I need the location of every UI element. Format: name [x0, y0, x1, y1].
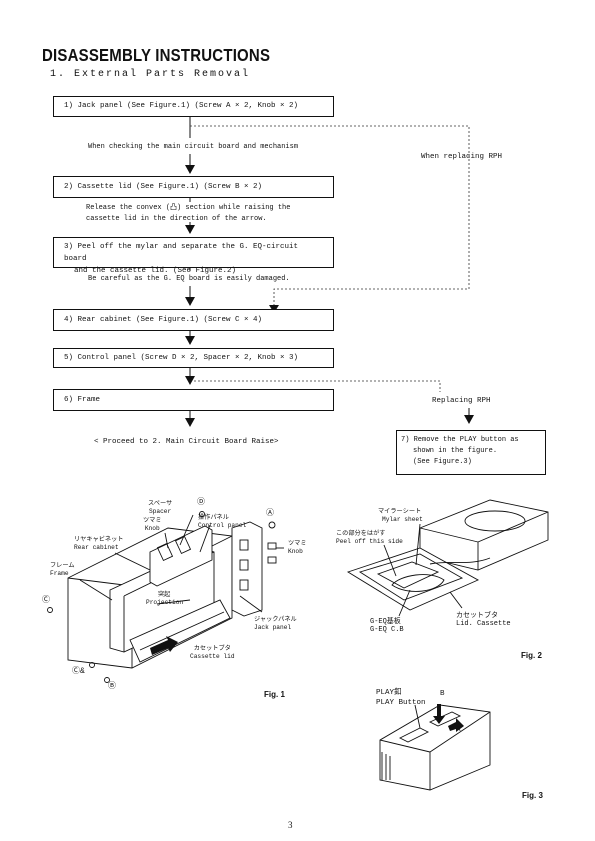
fig3-play-jp: PLAY釦 — [376, 689, 402, 697]
note-step-3: Be careful as the G. EQ board is easily … — [88, 275, 290, 283]
step-3-box: 3) Peel off the mylar and separate the G… — [53, 237, 334, 275]
step-7-line-2: shown in the figure. — [413, 447, 498, 455]
proceed-text: < Proceed to 2. Main Circuit Board Raise… — [94, 438, 279, 446]
section-subtitle: 1. External Parts Removal — [50, 69, 251, 80]
fig1-knob-en: Knob — [144, 525, 160, 532]
fig1-knob-jp: ツマミ — [143, 517, 162, 524]
fig3-label-a: A — [456, 726, 461, 734]
fig2-geq-jp: G-EQ基板 — [370, 618, 401, 626]
step-6-text: 6) Frame — [64, 396, 101, 404]
replacing-rph-label: Replacing RPH — [432, 397, 491, 405]
fig3-caption: Fig. 3 — [522, 791, 543, 800]
step-5-box: 5) Control panel (Screw D × 2, Spacer × … — [53, 348, 334, 368]
fig1-frame-jp: フレーム — [50, 562, 75, 569]
note-step-2: Release the convex (凸) section while rai… — [86, 203, 290, 225]
fig2-caption: Fig. 2 — [521, 651, 542, 660]
fig2-lid-en: Lid. Cassette — [456, 620, 511, 628]
step-2-box: 2) Cassette lid (See Figure.1) (Screw B … — [53, 176, 334, 198]
step-6-box: 6) Frame — [53, 389, 334, 411]
fig2-mylar-label: マイラーシート Mylar sheet — [378, 508, 423, 524]
fig1-spacer-en: Spacer — [148, 508, 172, 515]
fig2-peel-label: この部分をはがす Peel off this side — [336, 530, 403, 546]
fig1-cassette-lid-en: Cassette lid — [190, 653, 235, 660]
fig3-play-label: PLAY釦 PLAY Button — [376, 688, 426, 708]
fig2-mylar-en: Mylar sheet — [382, 516, 423, 523]
fig1-frame-en: Frame — [50, 570, 69, 577]
page-title: DISASSEMBLY INSTRUCTIONS — [42, 46, 271, 66]
step-7-box: 7) Remove the PLAY button as shown in th… — [396, 430, 546, 475]
fig1-projection-en: Projection — [146, 599, 184, 606]
fig2-lid-jp: カセットブタ — [456, 612, 498, 620]
step-3-line-1: 3) Peel off the mylar and separate the G… — [64, 243, 299, 263]
fig1-control-panel-jp: 操作パネル — [198, 514, 229, 521]
note-main-board: When checking the main circuit board and… — [88, 143, 299, 151]
step-5-text: 5) Control panel (Screw D × 2, Spacer × … — [64, 354, 299, 362]
fig1-cassette-lid-label: カセットブタ Cassette lid — [190, 645, 235, 661]
fig1-cassette-lid-jp: カセットブタ — [193, 645, 231, 652]
fig1-mark-c: Ⓒ — [42, 596, 50, 605]
step-7-line-3: (See Figure.3) — [413, 458, 472, 466]
fig1-knob-label: ツマミ Knob — [143, 517, 162, 533]
fig1-control-panel-label: 操作パネル Control panel — [198, 514, 246, 530]
fig1-control-panel-en: Control panel — [198, 522, 247, 529]
fig2-geq-label: G-EQ基板 G-EQ C.B — [370, 618, 404, 634]
fig1-knob2-label: ツマミ Knob — [288, 540, 307, 556]
fig2-peel-en: Peel off this side — [336, 538, 403, 545]
note-step-2-line-2: cassette lid in the direction of the arr… — [86, 215, 267, 223]
fig1-rear-cabinet-jp: リヤキャビネット — [74, 536, 124, 543]
fig1-frame-label: フレーム Frame — [50, 562, 75, 578]
fig2-lid-label: カセットブタ Lid. Cassette — [456, 612, 511, 628]
fig1-projection-jp: 突起 — [158, 591, 171, 598]
fig2-mylar-jp: マイラーシート — [378, 508, 422, 515]
fig1-mark-b: Ⓑ — [108, 682, 116, 691]
fig1-mark-a: Ⓐ — [266, 509, 274, 518]
fig1-knob2-jp: ツマミ — [288, 540, 307, 547]
fig1-spacer-label: スペーサ Spacer — [148, 500, 172, 516]
page-number: 3 — [288, 820, 293, 830]
step-1-text: 1) Jack panel (See Figure.1) (Screw A × … — [64, 102, 299, 110]
fig1-rear-cabinet-en: Rear cabinet — [74, 544, 119, 551]
step-2-text: 2) Cassette lid (See Figure.1) (Screw B … — [64, 183, 263, 191]
fig1-projection-label: 突起 Projection — [146, 591, 183, 607]
fig3-play-en: PLAY Button — [376, 699, 426, 707]
fig1-spacer-jp: スペーサ — [148, 500, 173, 507]
fig1-knob2-en: Knob — [288, 548, 303, 555]
fig2-geq-en: G-EQ C.B — [370, 626, 404, 634]
fig1-rear-cabinet-label: リヤキャビネット Rear cabinet — [74, 536, 124, 552]
fig1-jack-panel-label: ジャックパネル Jack panel — [254, 616, 297, 632]
step-4-text: 4) Rear cabinet (See Figure.1) (Screw C … — [64, 316, 263, 324]
fig1-jack-panel-en: Jack panel — [254, 624, 292, 631]
fig3-label-b: B — [440, 690, 445, 698]
fig1-jack-panel-jp: ジャックパネル — [254, 616, 297, 623]
fig1-caption: Fig. 1 — [264, 690, 285, 699]
note-replacing-rph: When replacing RPH — [421, 153, 503, 161]
fig1-mark-cd: Ⓒ& — [72, 667, 85, 676]
fig1-mark-d: Ⓓ — [197, 498, 205, 507]
step-1-box: 1) Jack panel (See Figure.1) (Screw A × … — [53, 96, 334, 117]
note-step-2-line-1: Release the convex (凸) section while rai… — [86, 204, 291, 212]
step-7-line-1: 7) Remove the PLAY button as — [401, 436, 519, 444]
step-3-line-2: and the cassette lid. (See Figure.2) — [74, 267, 237, 275]
fig2-peel-jp: この部分をはがす — [336, 530, 386, 537]
step-4-box: 4) Rear cabinet (See Figure.1) (Screw C … — [53, 309, 334, 331]
